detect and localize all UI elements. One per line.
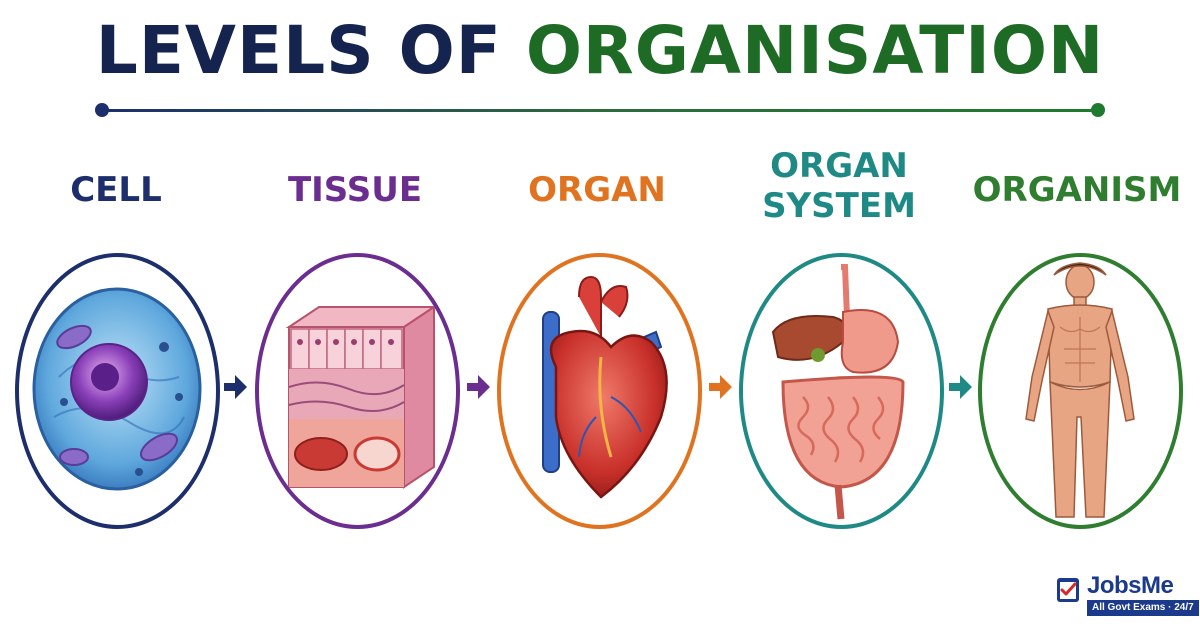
brand-name: JobsMe: [1087, 572, 1173, 600]
stage-label-cell: CELL: [6, 170, 226, 210]
arrow-right-icon: [947, 372, 973, 402]
human-body-illustration: [982, 257, 1179, 525]
stage-label-organ: ORGAN: [487, 170, 707, 210]
stage-label-line: ORGAN: [729, 146, 949, 186]
tissue-illustration: [259, 257, 456, 525]
stage-label-line: CELL: [6, 170, 226, 210]
arrow-right-icon: [222, 372, 248, 402]
stage-circle-organ-system: [739, 253, 944, 529]
stage-label-organ-system: ORGAN SYSTEM: [729, 146, 949, 226]
heart-illustration: [501, 257, 698, 525]
stage-circle-cell: [15, 253, 220, 529]
title-underline: [100, 109, 1098, 112]
title-part-levels-of: LEVELS OF: [96, 12, 502, 89]
stage-label-line: TISSUE: [245, 170, 465, 210]
stage-label-line: ORGANISM: [967, 170, 1187, 210]
stage-label-organism: ORGANISM: [967, 170, 1187, 210]
underline-dot-left: [95, 103, 109, 117]
digestive-system-illustration: [743, 257, 940, 525]
stage-circle-organism: [978, 253, 1183, 529]
stage-circle-tissue: [255, 253, 460, 529]
arrow-right-icon: [465, 372, 491, 402]
brand-tagline: All Govt Exams · 24/7: [1087, 600, 1199, 616]
cell-illustration: [19, 257, 216, 525]
arrow-right-icon: [707, 372, 733, 402]
checklist-icon: [1055, 576, 1083, 604]
underline-dot-right: [1091, 103, 1105, 117]
brand-logo: JobsMe All Govt Exams · 24/7: [1055, 572, 1195, 624]
stage-label-tissue: TISSUE: [245, 170, 465, 210]
stage-label-line: SYSTEM: [729, 186, 949, 226]
title-part-organisation: ORGANISATION: [526, 12, 1104, 89]
stage-circle-organ: [497, 253, 702, 529]
page-title: LEVELS OF ORGANISATION: [0, 6, 1200, 96]
stage-label-line: ORGAN: [487, 170, 707, 210]
